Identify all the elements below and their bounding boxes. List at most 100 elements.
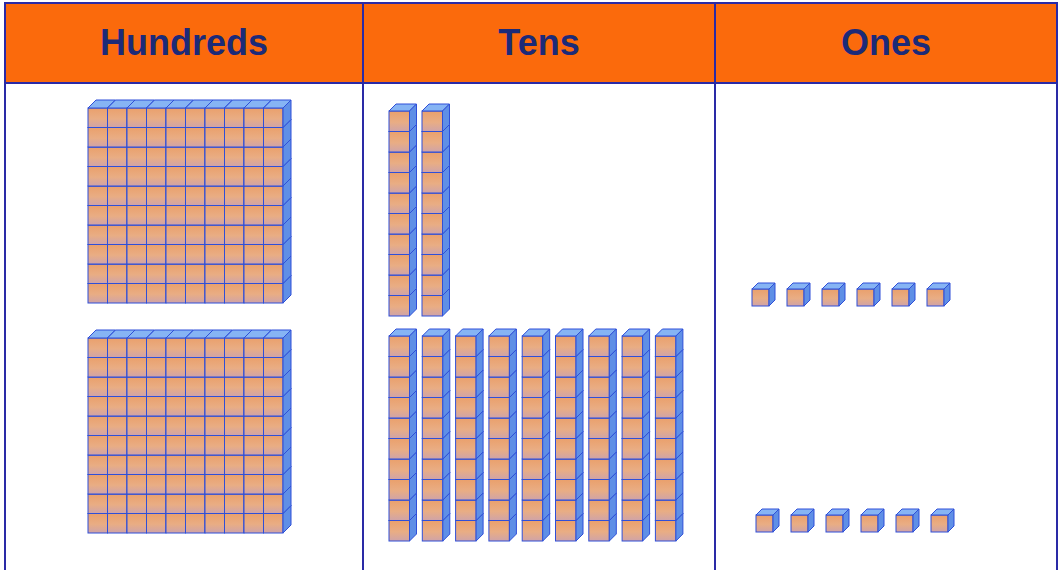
cube-front	[88, 206, 108, 226]
cube-front	[556, 439, 577, 460]
unit-cube	[389, 329, 417, 357]
cube-front	[264, 416, 284, 436]
cube-front	[931, 515, 948, 532]
cube-front	[147, 108, 167, 128]
cube-front	[186, 186, 206, 206]
cube-front	[127, 436, 147, 456]
cube-front	[389, 336, 410, 357]
cube-front	[127, 128, 147, 148]
cube-front	[205, 397, 225, 417]
cube-front	[556, 357, 577, 378]
cube-front	[88, 338, 108, 358]
cube-side	[874, 283, 880, 306]
cube-front	[264, 128, 284, 148]
ten-rod	[456, 329, 484, 541]
unit-cube	[787, 283, 810, 306]
cube-front	[205, 128, 225, 148]
cube-front	[655, 480, 676, 501]
cube-front	[389, 255, 410, 276]
cube-front	[186, 264, 206, 284]
cube-front	[186, 128, 206, 148]
cube-front	[389, 132, 410, 153]
cube-front	[556, 480, 577, 501]
cube-front	[422, 459, 443, 480]
ten-rod	[422, 329, 450, 541]
cube-front	[556, 500, 577, 521]
cube-front	[456, 398, 477, 419]
cube-front	[244, 455, 264, 475]
cube-front	[622, 377, 643, 398]
cube-front	[147, 245, 167, 265]
cube-front	[264, 147, 284, 167]
cube-side	[543, 329, 550, 357]
one-cube	[896, 509, 919, 532]
cube-front	[264, 338, 284, 358]
cube-front	[589, 398, 610, 419]
unit-cube	[522, 329, 550, 357]
cube-front	[244, 494, 264, 514]
cube-side	[804, 283, 810, 306]
cube-front	[264, 245, 284, 265]
cube-side	[944, 283, 950, 306]
one-cube	[752, 283, 775, 306]
cube-front	[225, 167, 245, 187]
cube-side	[643, 329, 650, 357]
cube-front	[186, 284, 206, 304]
cube-front	[389, 521, 410, 542]
cube-front	[88, 147, 108, 167]
cube-front	[422, 214, 443, 235]
cube-front	[264, 225, 284, 245]
cube-front	[826, 515, 843, 532]
cube-front	[108, 264, 128, 284]
cube-front	[655, 500, 676, 521]
cube-front	[166, 436, 186, 456]
cube-front	[108, 358, 128, 378]
cube-front	[225, 225, 245, 245]
cube-front	[264, 284, 284, 304]
cube-front	[205, 338, 225, 358]
hundred-flat	[88, 100, 291, 303]
cube-front	[166, 514, 186, 534]
cube-side	[609, 329, 616, 357]
cube-front	[88, 284, 108, 304]
cube-front	[166, 186, 186, 206]
hundred-flat	[88, 330, 291, 533]
cube-front	[456, 439, 477, 460]
cube-front	[147, 436, 167, 456]
cube-front	[791, 515, 808, 532]
cube-front	[422, 398, 443, 419]
cube-front	[166, 494, 186, 514]
cube-front	[422, 480, 443, 501]
cube-front	[622, 480, 643, 501]
cube-side	[476, 329, 483, 357]
cube-front	[108, 284, 128, 304]
ten-rod	[655, 329, 683, 541]
cube-front	[166, 338, 186, 358]
cube-front	[205, 475, 225, 495]
cube-front	[556, 418, 577, 439]
cube-front	[88, 455, 108, 475]
cube-front	[522, 418, 543, 439]
cube-front	[422, 357, 443, 378]
cube-front	[489, 357, 510, 378]
cube-front	[456, 336, 477, 357]
table-lines	[4, 3, 1058, 570]
cube-front	[489, 439, 510, 460]
cube-front	[147, 494, 167, 514]
cube-front	[205, 225, 225, 245]
cube-front	[655, 439, 676, 460]
cube-front	[108, 494, 128, 514]
cube-front	[489, 459, 510, 480]
cube-side	[878, 509, 884, 532]
cube-front	[127, 108, 147, 128]
cube-front	[166, 284, 186, 304]
cube-front	[264, 108, 284, 128]
cube-front	[166, 108, 186, 128]
cube-front	[225, 514, 245, 534]
cube-front	[264, 167, 284, 187]
cube-front	[127, 416, 147, 436]
cube-front	[127, 186, 147, 206]
cube-front	[389, 500, 410, 521]
cube-front	[655, 459, 676, 480]
